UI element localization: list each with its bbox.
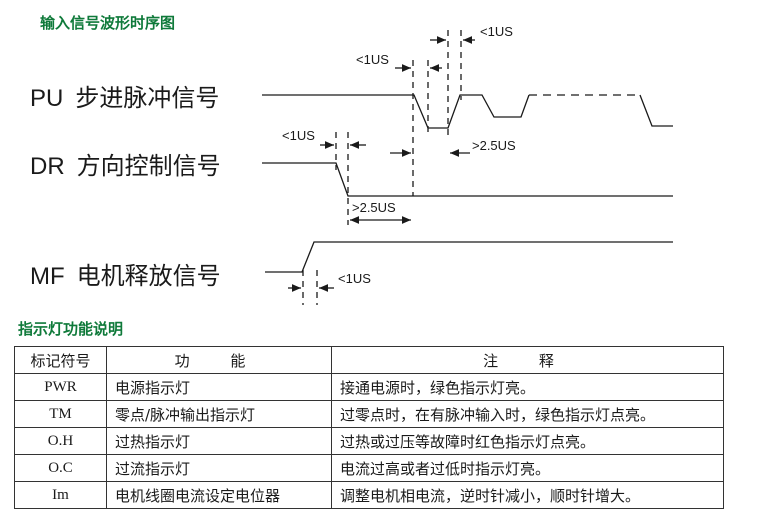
table-row: O.H 过热指示灯 过热或过压等故障时红色指示灯点亮。 xyxy=(14,427,724,455)
row-function: 零点/脉冲输出指示灯 xyxy=(106,400,332,428)
dr-setup-label: <1US xyxy=(282,128,315,143)
row-symbol: PWR xyxy=(14,373,107,401)
table-row: O.C 过流指示灯 电流过高或者过低时指示灯亮。 xyxy=(14,454,724,482)
header-symbol: 标记符号 xyxy=(14,346,107,374)
row-symbol: O.C xyxy=(14,454,107,482)
timing-waveforms: <1US <1US <1US >2.5US >2.5US <1US xyxy=(262,24,673,305)
pu-waveform xyxy=(262,94,530,129)
table-row: PWR 电源指示灯 接通电源时，绿色指示灯亮。 xyxy=(14,373,724,401)
row-symbol: Im xyxy=(14,481,107,509)
row-function: 过热指示灯 xyxy=(106,427,332,455)
row-note: 接通电源时，绿色指示灯亮。 xyxy=(331,373,724,401)
row-note: 过零点时，在有脉冲输入时，绿色指示灯点亮。 xyxy=(331,400,724,428)
row-symbol: TM xyxy=(14,400,107,428)
pu-waveform-tail xyxy=(639,94,673,127)
row-note: 调整电机相电流，逆时针减小，顺时针增大。 xyxy=(331,481,724,509)
header-note: 注 释 xyxy=(331,346,724,374)
row-note: 过热或过压等故障时红色指示灯点亮。 xyxy=(331,427,724,455)
mf-code: MF xyxy=(30,263,65,290)
indicator-table: 标记符号 功 能 注 释 PWR 电源指示灯 接通电源时，绿色指示灯亮。 TM … xyxy=(14,346,724,509)
header-function: 功 能 xyxy=(106,346,332,374)
indicator-section-title: 指示灯功能说明 xyxy=(18,320,124,338)
mf-name: 电机释放信号 xyxy=(76,262,221,290)
row-note: 电流过高或者过低时指示灯亮。 xyxy=(331,454,724,482)
row-symbol: O.H xyxy=(14,427,107,455)
table-header-row: 标记符号 功 能 注 释 xyxy=(14,346,724,374)
table-row: TM 零点/脉冲输出指示灯 过零点时，在有脉冲输入时，绿色指示灯点亮。 xyxy=(14,400,724,428)
pu-low-width-label: <1US xyxy=(356,52,389,67)
dr-name: 方向控制信号 xyxy=(76,152,221,180)
row-function: 电源指示灯 xyxy=(106,373,332,401)
timing-diagram-title: 输入信号波形时序图 xyxy=(40,14,176,32)
dr-signal-label: DR 方向控制信号 xyxy=(30,146,221,181)
mf-rise-label: <1US xyxy=(338,271,371,286)
dr-lead-label: >2.5US xyxy=(352,200,396,215)
pu-name: 步进脉冲信号 xyxy=(75,84,220,112)
mf-signal-label: MF 电机释放信号 xyxy=(30,256,221,291)
mf-waveform xyxy=(265,241,673,273)
pu-code: PU xyxy=(30,85,64,112)
dr-code: DR xyxy=(30,153,65,180)
pu-signal-label: PU 步进脉冲信号 xyxy=(30,78,219,113)
pu-high-width-label: <1US xyxy=(480,24,513,39)
row-function: 电机线圈电流设定电位器 xyxy=(106,481,332,509)
table-row: Im 电机线圈电流设定电位器 调整电机相电流，逆时针减小，顺时针增大。 xyxy=(14,481,724,509)
dr-to-pu-label: >2.5US xyxy=(472,138,516,153)
dr-waveform xyxy=(262,162,673,197)
row-function: 过流指示灯 xyxy=(106,454,332,482)
